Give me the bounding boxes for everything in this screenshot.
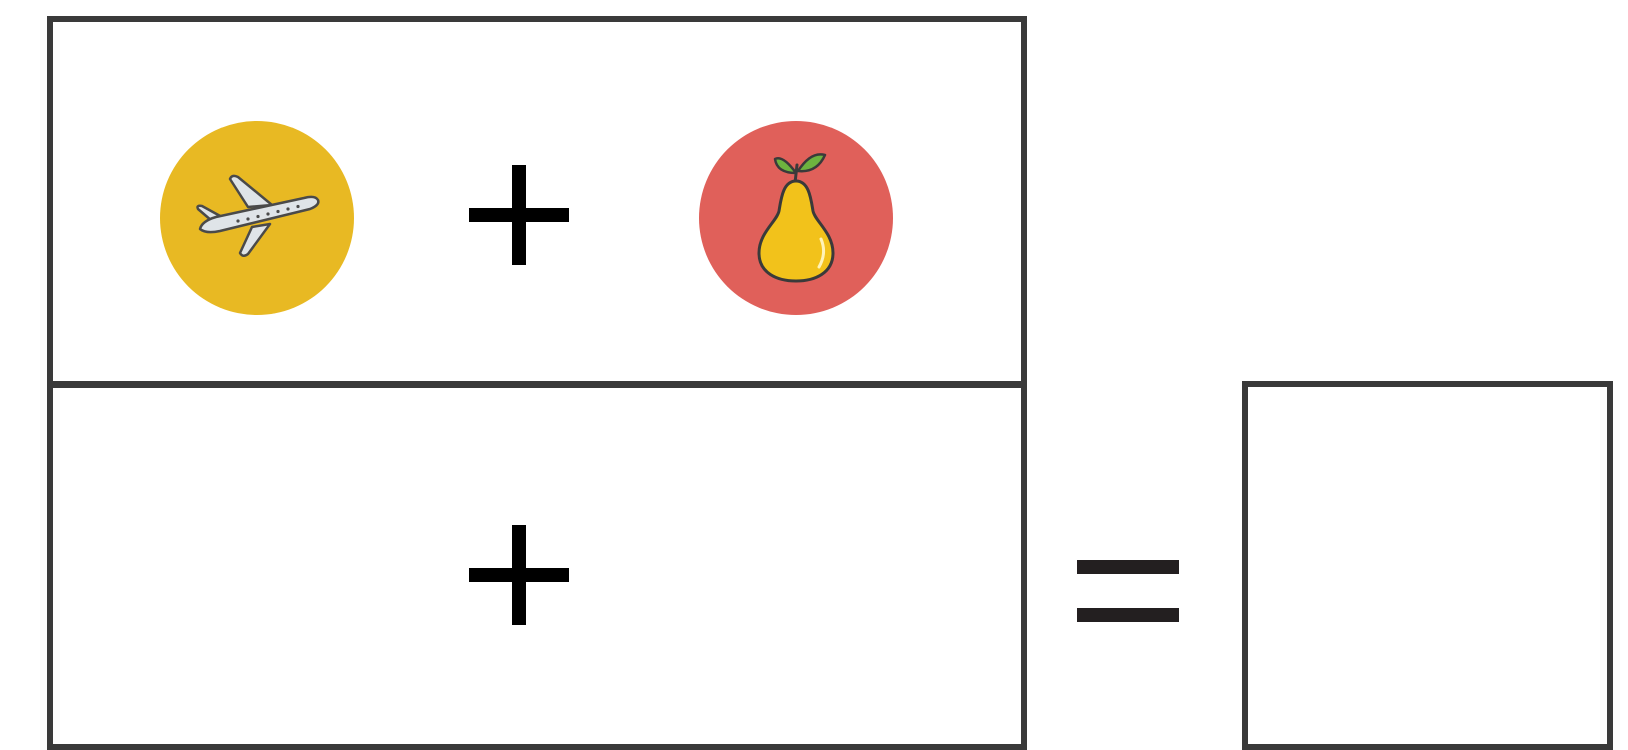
- plus-sign-bottom: [469, 525, 569, 625]
- pear-icon: [699, 121, 893, 315]
- answer-box[interactable]: [1242, 381, 1613, 750]
- top-row-panel: [47, 16, 1027, 387]
- plus-sign-top: [469, 165, 569, 265]
- bottom-row-panel: [47, 382, 1027, 750]
- equals-sign: [1077, 560, 1179, 622]
- airplane-badge: [160, 121, 354, 315]
- airplane-icon: [160, 121, 354, 315]
- pear-badge: [699, 121, 893, 315]
